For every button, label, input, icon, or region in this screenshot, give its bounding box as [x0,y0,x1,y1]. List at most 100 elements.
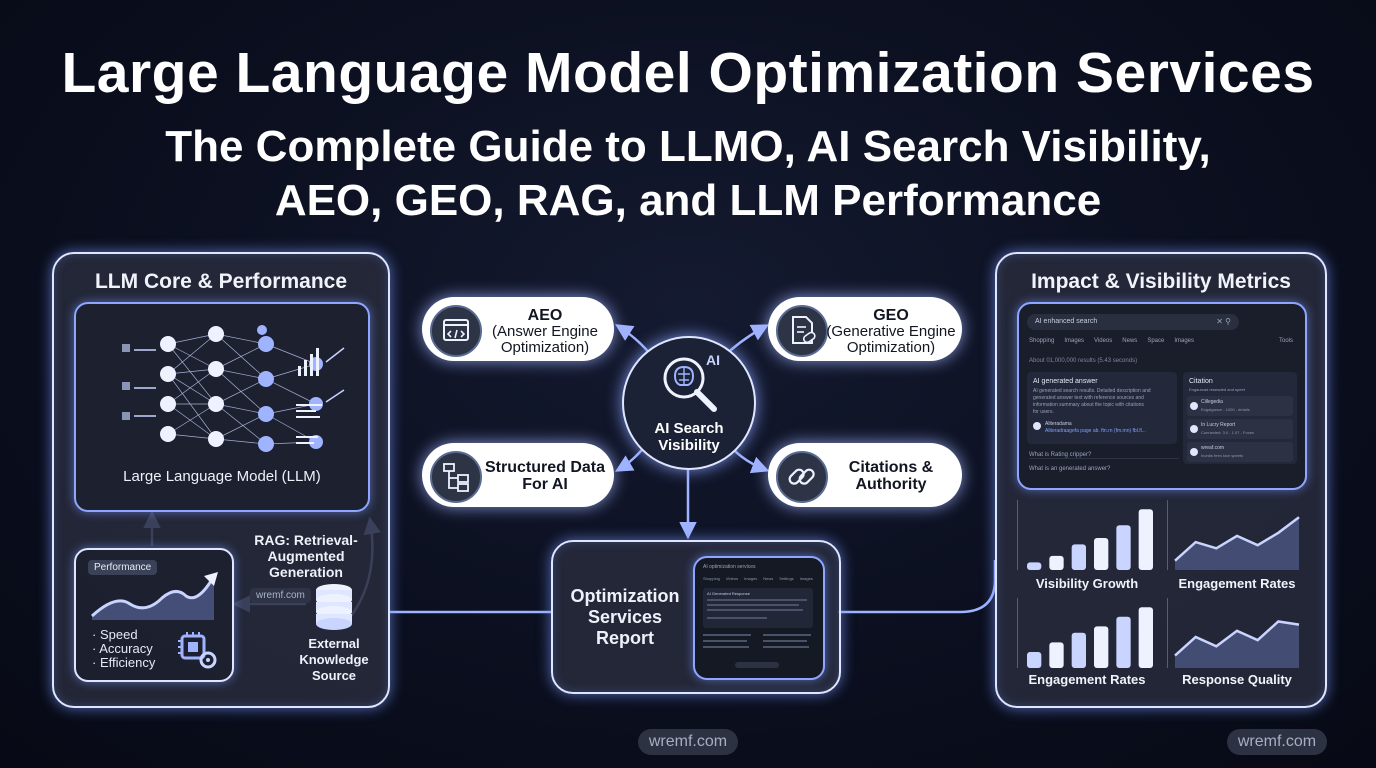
report-screen: AI optimization services Shopping Videos… [693,556,825,680]
bullet-efficiency: · Efficiency [92,655,156,670]
metric-chart-1 [1167,500,1300,570]
impact-metrics-title: Impact & Visibility Metrics [1031,270,1291,293]
report-text-line-4 [707,617,767,619]
performance-trend-icon [90,572,218,620]
geo-title: GEO [873,307,909,324]
results-count: About 01,000,000 results (5.43 seconds) [1029,358,1138,364]
database-icon [316,584,352,630]
metric-0-bar-5 [1138,509,1153,570]
report-text-line-2 [707,604,799,606]
citation-item-2[interactable]: wreaf.com Inordis feen kive speets [1187,442,1293,462]
search-tab-2[interactable]: Videos [1094,338,1113,344]
report-col-line-6 [763,646,809,648]
citations-node: Citations & Authority [768,443,962,507]
answer-source-name: Aliteradama [1045,421,1072,427]
geo-text: GEO (Generative Engine Optimization) [826,308,956,356]
report-label-line-3: Report [596,628,654,648]
citation-item-1[interactable]: In Lucry Report Connected: 3.0 - 1.07 - … [1187,419,1293,439]
rag-label-line-2: Augmented [267,548,345,564]
bullet-efficiency-text: Efficiency [99,655,156,670]
performance-box: Performance · Speed · Accuracy · Efficie… [74,548,234,682]
report-answer-block: AI Generated Response [703,588,813,628]
citations-line-1: Citations & [848,459,934,476]
search-tab-4[interactable]: Space [1147,338,1165,344]
external-source-label: External Knowledge Source [286,636,382,684]
citation-1-name: In Lucry Report [1201,422,1236,428]
neural-network-icon [122,325,345,452]
source-tag: wremf.com [250,588,311,603]
search-tab-5[interactable]: Images [1174,338,1195,344]
hub-label-line-1: AI Search [654,420,724,437]
report-tab-1: Videos [725,576,739,581]
metric-2-bar-2 [1071,632,1086,668]
link-icon [776,451,828,503]
citation-0-icon [1190,402,1198,410]
search-tab-1[interactable]: Images [1064,338,1085,344]
answer-source-url[interactable]: Aliteradraagefa page ab. ftn.rn (fm.mn) … [1045,428,1146,434]
bullet-speed: · Speed [92,627,138,642]
metric-chart-3 [1167,598,1300,668]
faq-1-text: What is an generated answer? [1029,466,1111,472]
metric-0-bar-1 [1049,555,1064,570]
ai-answer-line-0: AI generated search results. Detailed de… [1033,388,1151,394]
metric-1-area [1175,517,1299,570]
report-tab-0: Shopping [703,576,720,581]
citation-item-0[interactable]: Cillegedia Engalgance - 1000 - details [1187,396,1293,416]
metric-label-1: Engagement Rates [1178,576,1296,591]
aeo-node: AEO (Answer Engine Optimization) [422,297,614,361]
metric-1-line [1174,516,1300,562]
faq-item-1[interactable]: What is an generated answer? [1029,466,1179,472]
metric-3-area [1175,621,1299,668]
structured-data-node: Structured Data For AI [422,443,614,507]
report-section-title: AI Generated Response [707,591,750,596]
ai-answer-line-3: for users. [1033,409,1054,415]
ai-answer-title: AI generated answer [1033,378,1098,385]
search-bar[interactable]: AI enhanced search ✕ ⚲ [1027,314,1239,330]
search-tab-0[interactable]: Shopping [1029,338,1055,344]
metric-2-bar-3 [1094,626,1109,668]
metric-0-bar-2 [1071,544,1086,570]
aeo-sub-2: Optimization) [500,339,590,356]
bullet-accuracy: · Accuracy [92,641,153,656]
search-tabs: Shopping Images Videos News Space Images [1029,338,1297,344]
structured-data-text: Structured Data For AI [482,459,608,493]
report-tab-2: Images [744,576,758,581]
chip-gear-icon [178,632,217,669]
watermark-center: wremf.com [638,729,738,755]
citation-0-desc: Engalgance - 1000 - details [1201,407,1250,412]
faq-0-text: What is Rating cripper? [1029,452,1092,458]
metric-2-bar-1 [1049,642,1064,668]
metric-0-bar-0 [1027,562,1042,570]
brain-magnifier-icon [663,357,717,412]
code-window-icon [430,305,482,357]
llm-label: Large Language Model (LLM) [123,468,321,485]
metric-label-0: Visibility Growth [1035,576,1139,591]
metric-label-3: Response Quality [1182,672,1292,687]
structured-line-1: Structured Data [484,459,606,476]
rag-label: RAG: Retrieval- Augmented Generation [240,532,372,580]
optimization-report-panel: Optimization Services Report AI optimiza… [551,540,841,694]
citations-line-2: Authority [855,476,927,493]
metric-label-2: Engagement Rates [1028,672,1146,687]
report-tabs: Shopping Videos Images News Settings Ima… [703,576,815,581]
rag-label-line-3: Generation [269,564,343,580]
report-button[interactable] [735,662,779,668]
subtitle-line-2: AEO, GEO, RAG, and LLM Performance [274,176,1102,225]
page-title: Large Language Model Optimization Servic… [61,41,1315,105]
citation-card: Citation Engaurcad reseaded and speet Ci… [1183,372,1297,464]
report-label-line-2: Services [587,607,663,627]
search-tab-3[interactable]: News [1122,338,1138,344]
search-tools-tab[interactable]: Tools [1278,338,1293,344]
performance-bullets: · Speed · Accuracy · Efficiency [92,628,155,670]
search-bar-text: AI enhanced search [1035,318,1098,325]
report-label: Optimization Services Report [563,586,687,649]
citation-2-icon [1190,448,1198,456]
search-bar-icons: ✕ ⚲ [1216,317,1231,326]
llm-core-panel: LLM Core & Performance [52,252,390,708]
faq-item-0[interactable]: What is Rating cripper? [1029,452,1179,459]
report-search-text: AI optimization services [703,564,756,570]
citation-title: Citation [1189,378,1213,385]
bullet-accuracy-text: Accuracy [99,641,153,656]
metric-2-bar-0 [1027,652,1042,668]
hub-label-line-2: Visibility [658,437,720,454]
